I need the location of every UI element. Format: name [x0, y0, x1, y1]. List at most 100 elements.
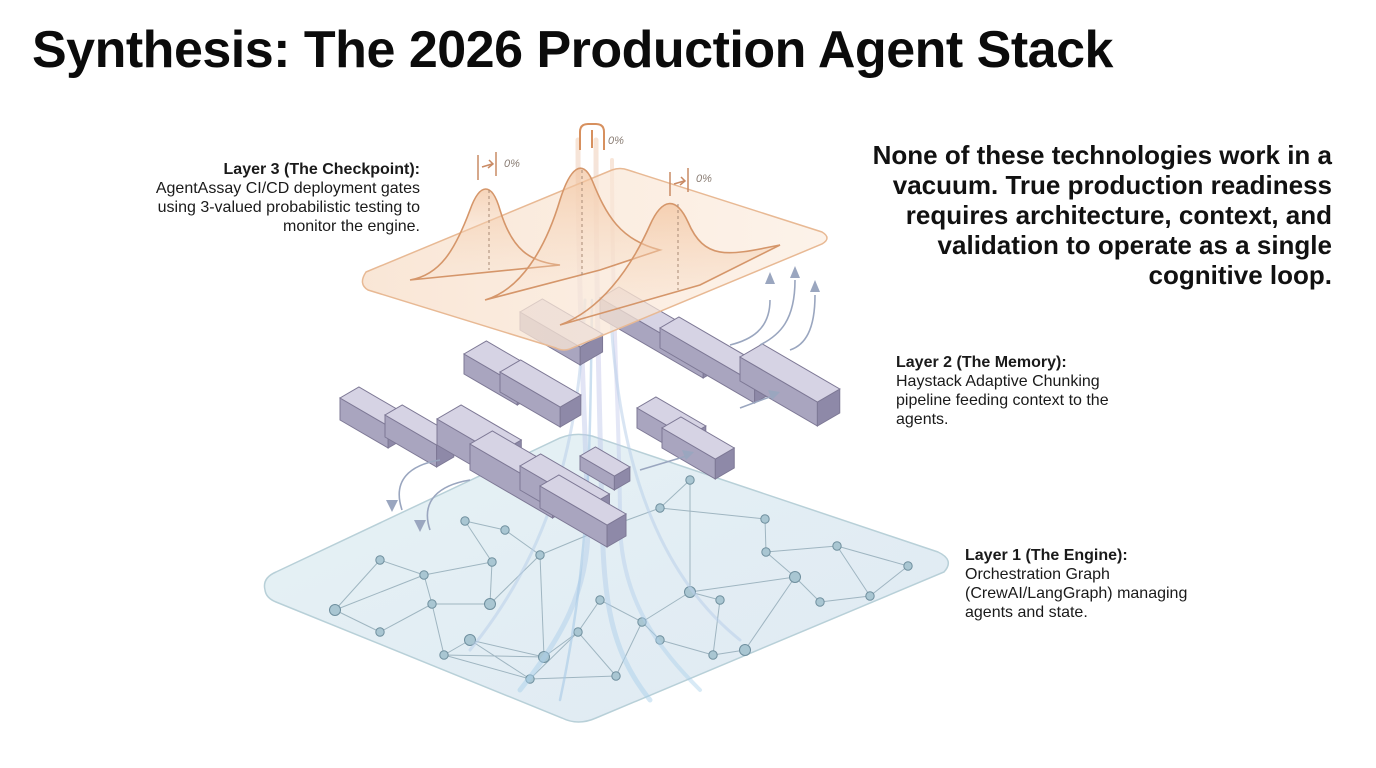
layer2-description: Haystack Adaptive Chunking pipeline feed… [896, 373, 1109, 428]
distribution-curve [559, 202, 781, 326]
node-icon [789, 571, 801, 583]
node-icon [761, 547, 771, 557]
graph-edge [641, 591, 691, 623]
layer3-description: AgentAssay CI/CD deployment gates using … [155, 180, 420, 235]
gauge-icon [579, 123, 605, 150]
node-icon [427, 599, 437, 609]
memory-block [539, 474, 627, 548]
distribution-curves [409, 167, 781, 326]
graph-edge [819, 595, 871, 603]
gauge-readout: 0% [504, 158, 520, 170]
graph-edge [469, 639, 545, 658]
node-icon [715, 595, 725, 605]
curve-centerlines [488, 170, 679, 290]
memory-block [579, 446, 631, 491]
node-icon [460, 516, 470, 526]
node-icon [611, 671, 621, 681]
graph-edge [334, 574, 425, 611]
node-icon [865, 591, 875, 601]
arrow-icon [790, 266, 800, 278]
graph-edge [504, 529, 541, 556]
graph-edge [334, 609, 381, 633]
graph-edge [334, 559, 381, 611]
graph-edge [765, 551, 796, 578]
graph-edge [744, 576, 796, 651]
graph-edge [615, 621, 643, 677]
graph-edge [443, 654, 531, 680]
layer1-description: Orchestration Graph (CrewAI/LangGraph) m… [965, 566, 1188, 621]
graph-edge [489, 554, 541, 605]
graph-edge [431, 603, 445, 656]
graph-edge [659, 507, 766, 520]
arrow-icon [386, 500, 398, 512]
gauge-readout: 0% [608, 135, 624, 147]
arrow-icon [765, 272, 775, 284]
layer2-label: Layer 2 (The Memory): Haystack Adaptive … [896, 353, 1156, 429]
graph-edge [464, 520, 506, 531]
layer1-heading: Layer 1 (The Engine): [965, 547, 1128, 564]
graph-edge [659, 479, 691, 509]
node-icon [375, 627, 385, 637]
node-icon [760, 514, 770, 524]
node-icon [484, 598, 496, 610]
node-icon [375, 555, 385, 565]
memory-flow-arrows [398, 279, 816, 531]
graph-edge [379, 559, 425, 576]
gauge-icon [669, 168, 689, 196]
node-icon [832, 541, 842, 551]
graph-edge [464, 520, 493, 563]
arrow-icon [414, 520, 426, 532]
graph-edge [836, 545, 909, 567]
memory-blocks [339, 286, 841, 548]
layer2-heading: Layer 2 (The Memory): [896, 354, 1067, 371]
graph-edge [764, 518, 767, 553]
arrow-icon [810, 280, 820, 292]
graph-edge [539, 554, 545, 658]
node-icon [464, 634, 476, 646]
node-icon [535, 550, 545, 560]
node-icon [708, 650, 718, 660]
graph-edge [489, 561, 493, 605]
memory-block [499, 359, 582, 428]
gauge-readout: 0% [696, 173, 712, 185]
graph-edge [423, 574, 433, 605]
node-icon [685, 475, 695, 485]
distribution-curve [409, 188, 561, 281]
graph-edge [529, 675, 617, 680]
graph-edge [529, 631, 579, 680]
layer3-heading: Layer 3 (The Checkpoint): [223, 161, 420, 178]
summary-text: None of these technologies work in a vac… [872, 140, 1332, 290]
node-icon [903, 561, 913, 571]
layer1-label: Layer 1 (The Engine): Orchestration Grap… [965, 546, 1225, 622]
node-icon [815, 597, 825, 607]
graph-edge [577, 631, 617, 677]
node-icon [595, 595, 605, 605]
node-icon [500, 525, 510, 535]
node-icon [439, 650, 449, 660]
node-icon [739, 644, 751, 656]
distribution-curve [484, 167, 663, 301]
node-icon [487, 557, 497, 567]
node-icon [419, 570, 429, 580]
gauges: 0% 0% 0% [477, 123, 712, 196]
graph-edge [577, 599, 601, 633]
graph-edge [869, 565, 909, 597]
arrow-icon [682, 450, 694, 460]
node-icon [329, 604, 341, 616]
graph-edge [379, 603, 433, 633]
graph-edge [423, 561, 493, 576]
graph-edge [689, 576, 796, 593]
graph-edge [765, 545, 838, 553]
graph-edge [469, 639, 531, 680]
memory-block [739, 343, 841, 427]
page-title: Synthesis: The 2026 Production Agent Sta… [32, 21, 1113, 79]
graph-edge [659, 639, 714, 656]
gauge-icon [477, 152, 497, 180]
graph-edge [836, 545, 871, 597]
graph-edge [712, 599, 721, 656]
layer3-label: Layer 3 (The Checkpoint): AgentAssay CI/… [120, 160, 420, 236]
node-icon [655, 503, 665, 513]
arrow-icons [386, 266, 820, 532]
arrow-icon [768, 390, 780, 400]
